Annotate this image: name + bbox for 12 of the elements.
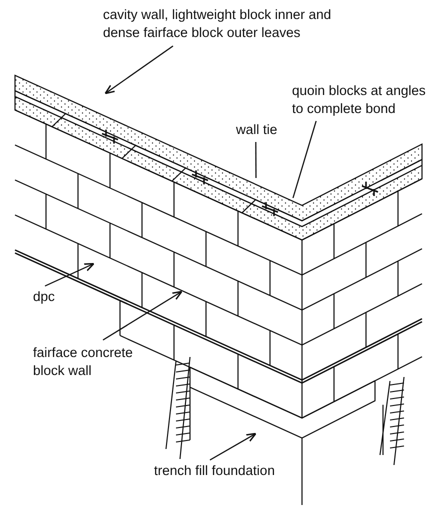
leader-line (210, 432, 256, 461)
callout-text: trench fill foundation (154, 462, 304, 480)
leader-line (292, 120, 317, 198)
callout-text: dpc (33, 288, 73, 306)
leader-line (44, 262, 95, 287)
leader-line (255, 142, 257, 178)
leader-line (104, 46, 174, 94)
leader-line (102, 290, 182, 341)
callout-text: wall tie (236, 121, 296, 139)
callout-text: quoin blocks at angles to complete bond (292, 82, 434, 118)
callout-text: cavity wall, lightweight block inner and dense fairface block outer leaves (103, 6, 353, 42)
callout-text: fairface concrete block wall (33, 344, 145, 380)
